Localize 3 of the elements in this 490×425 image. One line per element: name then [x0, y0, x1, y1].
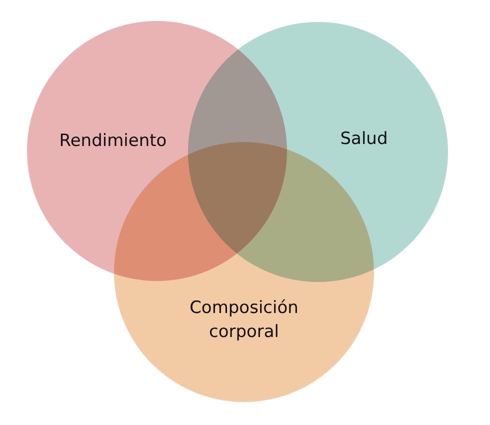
circle-label: Rendimiento [58, 130, 168, 154]
circle-label: Composición corporal [188, 297, 300, 344]
circle-label: Salud [339, 128, 389, 152]
